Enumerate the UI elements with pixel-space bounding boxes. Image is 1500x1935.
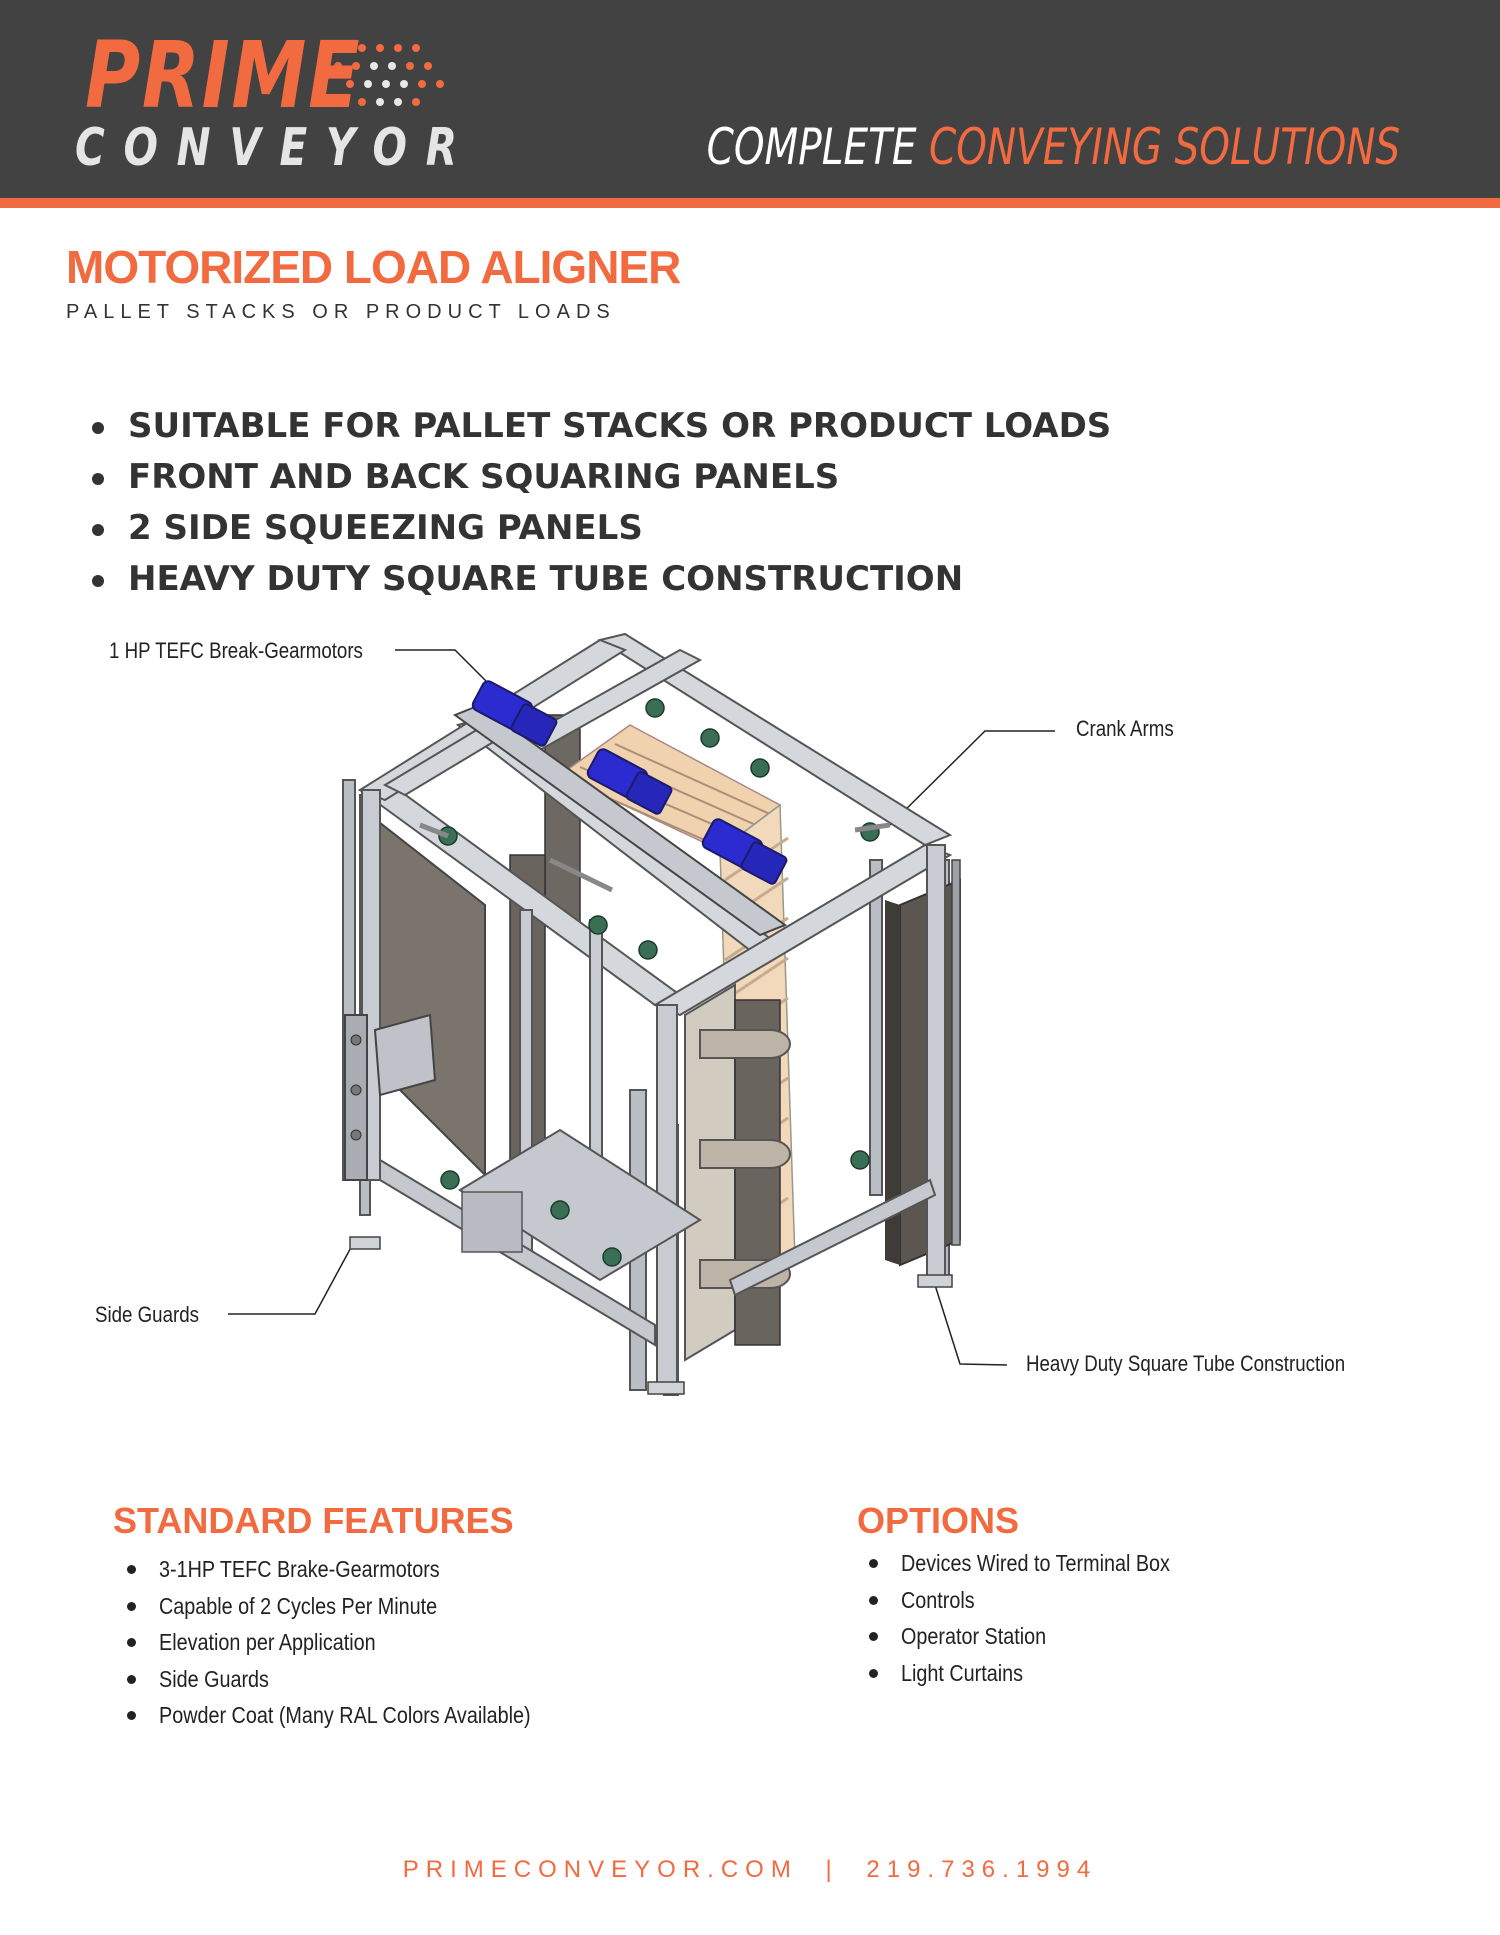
standard-features-title: STANDARD FEATURES (113, 1500, 514, 1541)
list-item: Side Guards (127, 1664, 591, 1701)
header-banner (0, 0, 1500, 198)
callout-square-tube: Heavy Duty Square Tube Construction (1026, 1351, 1346, 1376)
footer-phone[interactable]: 219.736.1994 (866, 1856, 1098, 1883)
footer-separator: | (825, 1856, 839, 1883)
logo-prime-text: PRIME (85, 22, 362, 129)
logo-conveyor-text: CONVEYOR (75, 118, 476, 178)
list-item: Controls (869, 1585, 1214, 1622)
logo-dots-icon (334, 44, 444, 106)
callout-side-guards: Side Guards (95, 1302, 199, 1327)
highlight-item: 2 SIDE SQUEEZING PANELS (92, 506, 1111, 557)
tagline-white-part: COMPLETE (706, 118, 917, 176)
list-item: Elevation per Application (127, 1627, 591, 1664)
footer-contact: PRIMECONVEYOR.COM | 219.736.1994 (0, 1858, 1500, 1882)
highlight-item: HEAVY DUTY SQUARE TUBE CONSTRUCTION (92, 557, 1111, 608)
callout-gearmotors: 1 HP TEFC Break-Gearmotors (109, 638, 363, 663)
highlight-item: SUITABLE FOR PALLET STACKS OR PRODUCT LO… (92, 404, 1111, 455)
list-item: Operator Station (869, 1621, 1214, 1658)
callout-leaders (228, 649, 1055, 1366)
list-item: Devices Wired to Terminal Box (869, 1548, 1214, 1585)
highlight-list: SUITABLE FOR PALLET STACKS OR PRODUCT LO… (92, 404, 1111, 608)
tagline-orange-part: CONVEYING SOLUTIONS (928, 118, 1400, 176)
list-item: Light Curtains (869, 1658, 1214, 1695)
standard-features-list: 3-1HP TEFC Brake-Gearmotors Capable of 2… (127, 1554, 591, 1737)
page-subtitle: PALLET STACKS OR PRODUCT LOADS (66, 301, 616, 323)
page-title: MOTORIZED LOAD ALIGNER (66, 241, 681, 293)
list-item: Powder Coat (Many RAL Colors Available) (127, 1700, 591, 1737)
machine-illustration (228, 632, 1055, 1396)
header-accent-stripe (0, 198, 1500, 208)
highlight-item: FRONT AND BACK SQUARING PANELS (92, 455, 1111, 506)
footer-website-link[interactable]: PRIMECONVEYOR.COM (402, 1856, 798, 1883)
options-title: OPTIONS (857, 1500, 1020, 1541)
list-item: Capable of 2 Cycles Per Minute (127, 1591, 591, 1628)
tagline: COMPLETE CONVEYING SOLUTIONS (706, 122, 1400, 172)
options-list: Devices Wired to Terminal Box Controls O… (869, 1548, 1214, 1694)
list-item: 3-1HP TEFC Brake-Gearmotors (127, 1554, 591, 1591)
callout-crank-arms: Crank Arms (1076, 716, 1174, 741)
